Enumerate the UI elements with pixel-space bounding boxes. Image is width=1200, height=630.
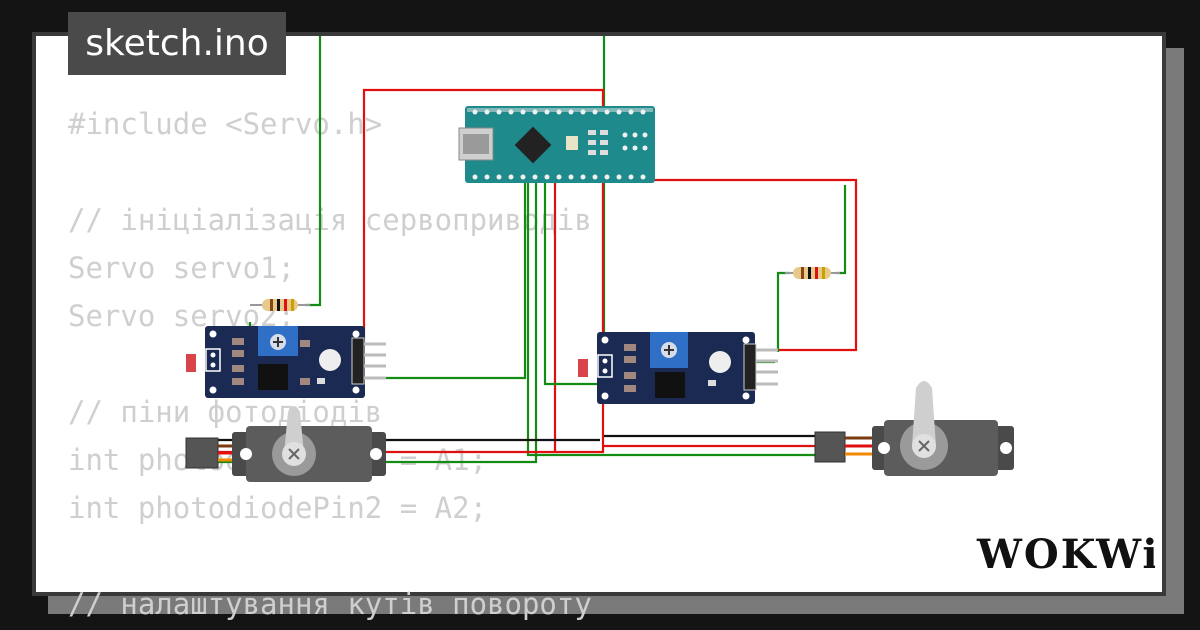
light-sensor-module-1[interactable] [186, 326, 386, 398]
wire-green [526, 182, 815, 457]
wires [210, 36, 858, 464]
servo-motor-2[interactable] [814, 381, 1014, 476]
wire-red [600, 178, 858, 352]
wire-green [385, 182, 527, 380]
resistor-2[interactable] [785, 267, 840, 279]
light-sensor-module-2[interactable] [578, 332, 778, 404]
wire-green [305, 36, 322, 307]
wire-green [210, 182, 538, 464]
file-title: sketch.ino [68, 12, 286, 75]
code-line: Servo servo1; [68, 251, 295, 285]
code-line: #include <Servo.h> [68, 107, 383, 141]
wire-red [553, 180, 605, 454]
brand-wordmark: WOKWi [976, 531, 1155, 578]
resistor-1[interactable] [250, 299, 310, 311]
code-listing: #include <Servo.h>// ініціалізація серво… [68, 100, 592, 628]
wire-green [776, 271, 790, 352]
code-line: int photodiodePin2 = A2; [68, 491, 488, 525]
wire-green [836, 185, 847, 275]
wokwi-logo: WOKWi [976, 531, 1155, 578]
servo-motor-1[interactable] [185, 406, 386, 482]
code-line: // налаштування кутів повороту [68, 587, 592, 621]
arduino-nano-board[interactable] [458, 106, 655, 183]
